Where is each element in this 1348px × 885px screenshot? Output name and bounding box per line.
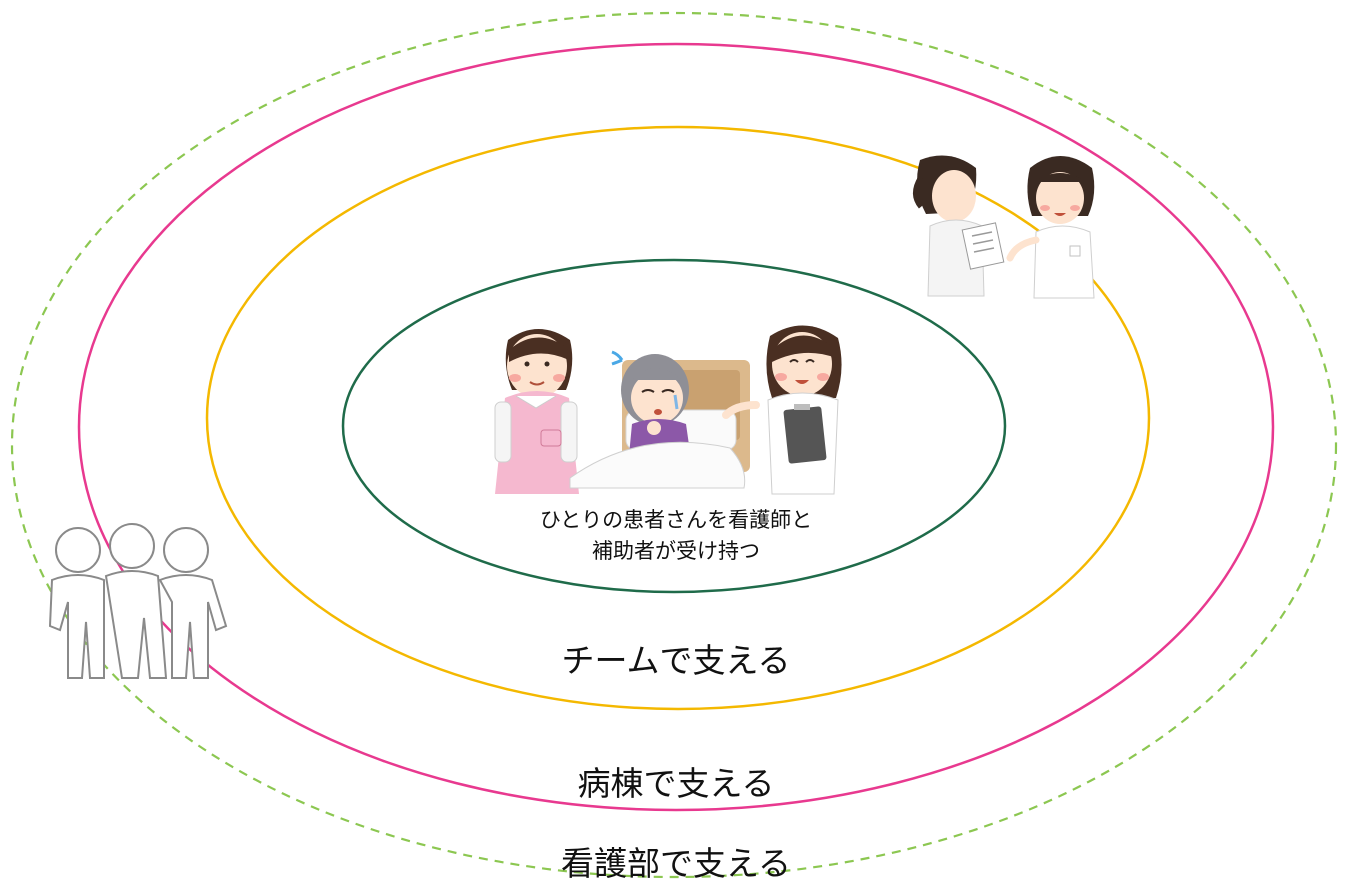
ward-ring bbox=[77, 42, 1275, 812]
person-outline-center bbox=[104, 523, 168, 679]
ward-ring-label: 病棟で支える bbox=[577, 764, 775, 803]
individual-label-line2: 補助者が受け持つ bbox=[592, 539, 760, 563]
person-outline-left bbox=[48, 527, 105, 679]
individual-label-line1: ひとりの患者さんを看護師と bbox=[539, 508, 813, 532]
nurse-left-figure bbox=[913, 155, 1005, 297]
individual-ring-label: ひとりの患者さんを看護師と 補助者が受け持つ bbox=[506, 505, 846, 567]
two-nurses-sharing-notes-illustration bbox=[913, 155, 1095, 299]
individual-ring bbox=[341, 258, 1007, 594]
nursing-dept-ring-label: 看護部で支える bbox=[560, 844, 792, 883]
nurses-with-patient-in-bed-illustration bbox=[494, 325, 842, 495]
team-ring bbox=[205, 125, 1151, 711]
blanket bbox=[569, 441, 746, 489]
nursing-dept-ring bbox=[10, 11, 1338, 879]
nurse-with-clipboard-figure bbox=[722, 325, 842, 495]
group-of-three-people-outline-icon bbox=[48, 523, 228, 679]
person-outline-right bbox=[158, 527, 228, 679]
team-ring-label: チームで支える bbox=[561, 641, 791, 680]
assistant-nurse-figure bbox=[494, 329, 579, 494]
nurse-right-figure bbox=[1006, 156, 1095, 299]
